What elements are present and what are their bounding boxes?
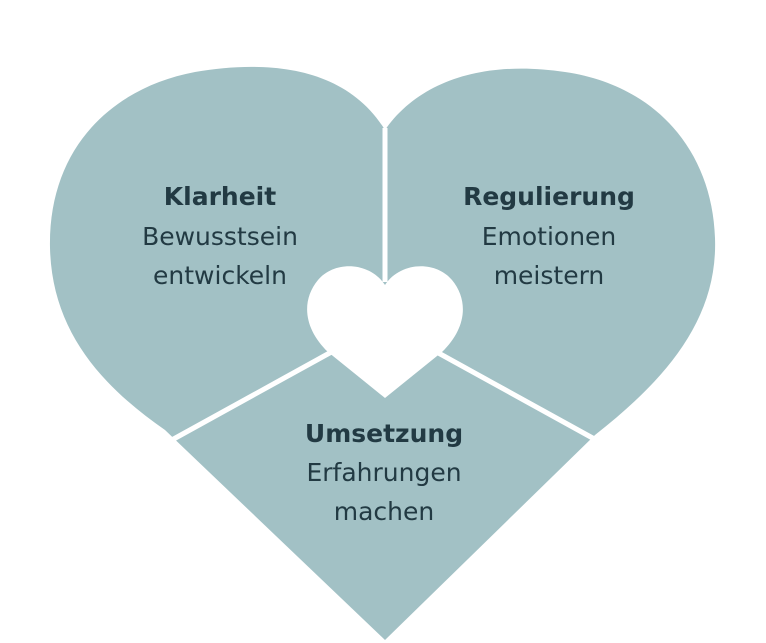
segment-line: entwickeln	[153, 261, 287, 290]
segment-line: machen	[334, 497, 435, 526]
segment-title: Umsetzung	[305, 419, 463, 448]
segment-title: Regulierung	[463, 182, 635, 211]
segment-line: Bewusstsein	[142, 222, 298, 251]
segment-line: meistern	[494, 261, 605, 290]
segment-regulierung: Regulierung Emotionen meistern	[463, 182, 635, 290]
segment-line: Erfahrungen	[306, 458, 461, 487]
divider-right	[431, 347, 600, 444]
segment-umsetzung: Umsetzung Erfahrungen machen	[305, 419, 463, 526]
segment-title: Klarheit	[164, 182, 276, 211]
divider-left	[168, 347, 337, 444]
segment-klarheit: Klarheit Bewusstsein entwickeln	[142, 182, 298, 290]
center-heart-icon	[307, 266, 463, 398]
segment-line: Emotionen	[482, 222, 617, 251]
